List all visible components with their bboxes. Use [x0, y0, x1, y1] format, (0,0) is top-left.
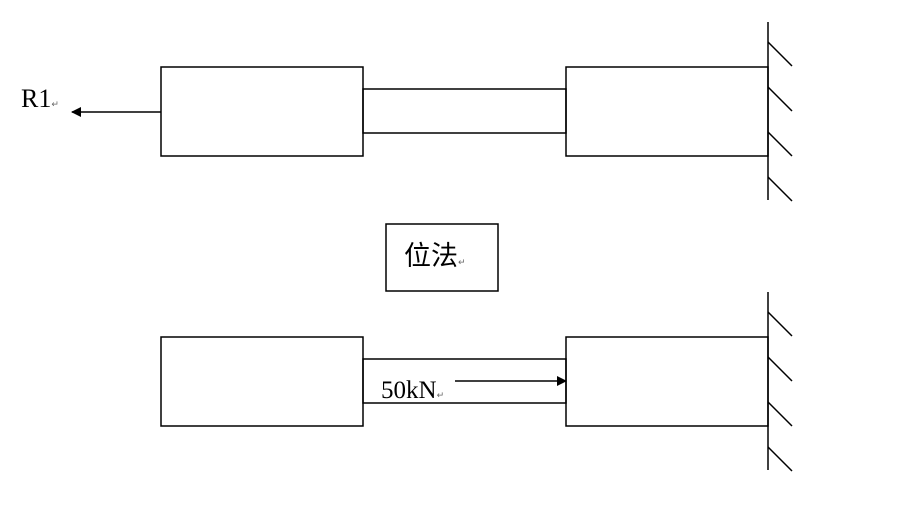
- paragraph-mark-icon: ↵: [436, 391, 445, 401]
- reaction-label-text: R1: [21, 84, 52, 113]
- load-label: 50kN↵: [381, 378, 444, 403]
- top-right-block: [565, 66, 769, 157]
- top-assembly: [160, 22, 793, 202]
- bottom-wall-hatch: [767, 311, 793, 472]
- load-label-text: 50kN: [381, 377, 437, 404]
- bottom-right-block: [565, 336, 769, 427]
- method-label-text: 位法: [404, 241, 458, 272]
- top-connecting-bar: [362, 88, 567, 134]
- paragraph-mark-icon: ↵: [51, 100, 59, 110]
- method-label: 位法↵: [404, 243, 466, 270]
- top-wall-hatch: [767, 41, 793, 202]
- reaction-label: R1↵: [21, 86, 59, 112]
- bottom-left-block: [160, 336, 364, 427]
- top-left-block: [160, 66, 364, 157]
- method-box: [385, 223, 499, 292]
- paragraph-mark-icon: ↵: [458, 258, 466, 268]
